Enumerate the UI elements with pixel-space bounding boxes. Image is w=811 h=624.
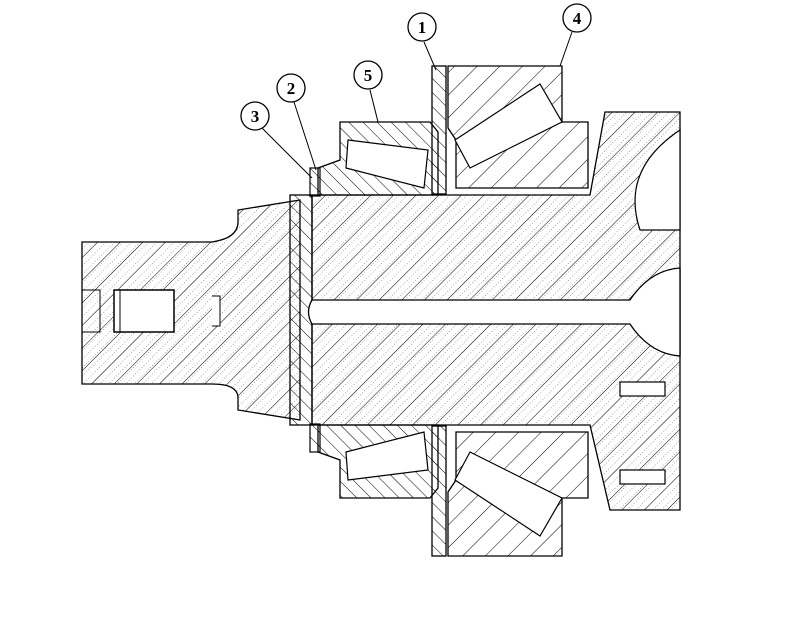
bolt-hole-lower xyxy=(619,469,666,485)
callout-4: 4 xyxy=(559,3,592,67)
callout-3-label: 3 xyxy=(251,107,260,126)
bearing-bottom xyxy=(309,423,589,557)
shaft xyxy=(81,199,301,421)
callout-3: 3 xyxy=(240,101,313,179)
callout-1: 1 xyxy=(407,12,437,71)
key-slot xyxy=(113,289,175,333)
callout-4-label: 4 xyxy=(573,9,582,28)
bearing-top xyxy=(309,65,589,197)
callout-5-label: 5 xyxy=(364,66,373,85)
ring-2 xyxy=(309,167,321,197)
callout-1-label: 1 xyxy=(418,18,427,37)
carrier-body xyxy=(307,111,681,511)
center-bore xyxy=(307,267,681,357)
bolt-hole-upper xyxy=(619,381,666,397)
callout-2-label: 2 xyxy=(287,79,296,98)
callout-2: 2 xyxy=(276,73,317,171)
callout-5: 5 xyxy=(353,60,383,123)
